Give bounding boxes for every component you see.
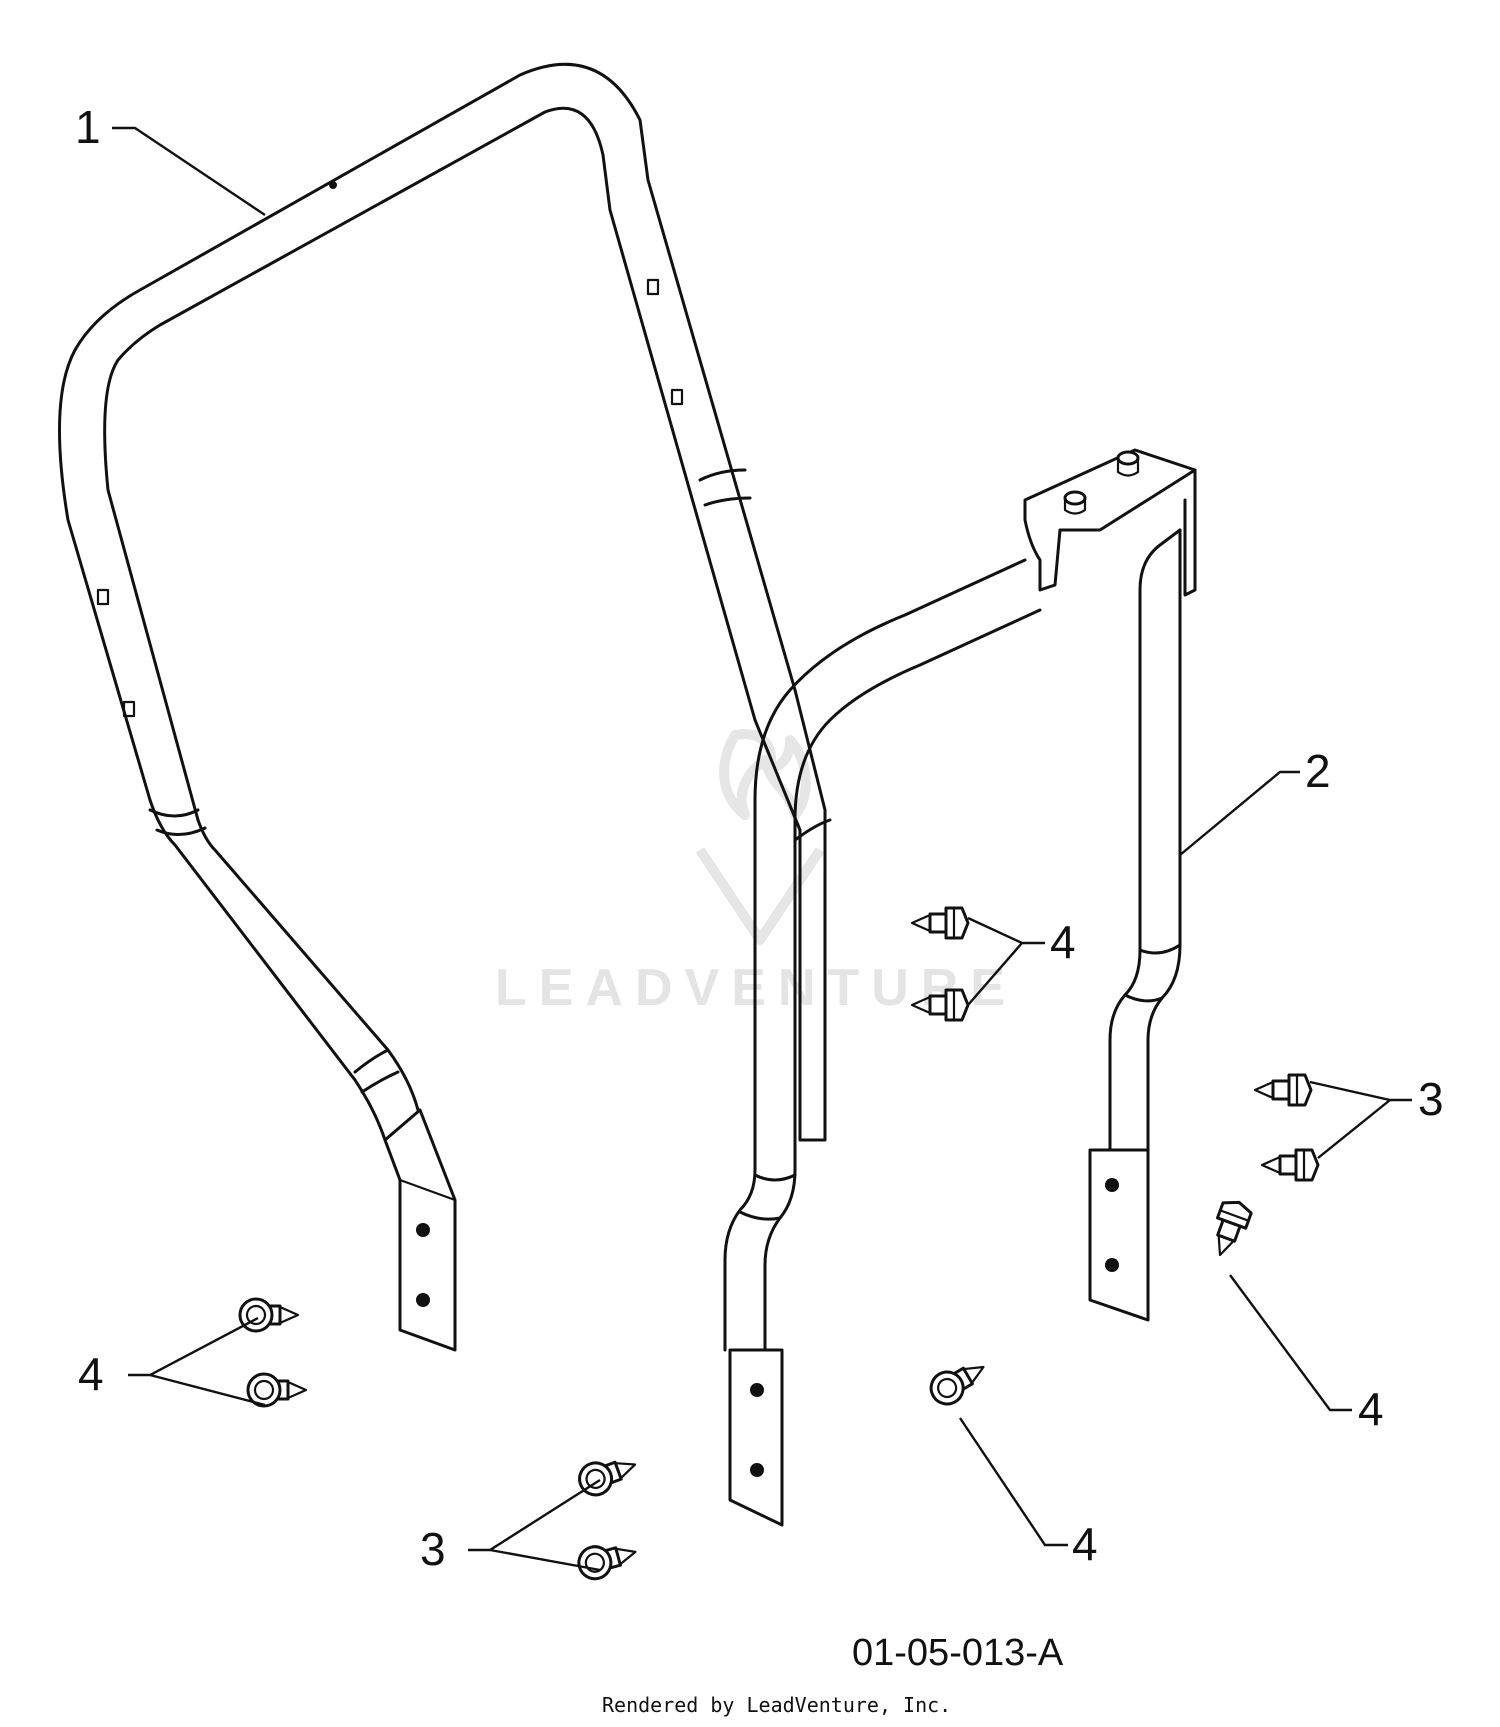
callout-leaders — [112, 126, 1412, 1572]
handle-2-bracket-stud — [1063, 490, 1087, 506]
handle-2-bracket-side — [1183, 468, 1197, 597]
handle-2-bracket-stud — [1116, 450, 1140, 466]
diagram-code: 01-05-013-A — [852, 1632, 1064, 1674]
handle-2-band-right — [1138, 943, 1182, 955]
handle-1-left-leg-inner — [196, 818, 420, 1112]
handle-1-band-left — [148, 808, 200, 818]
handle-1-tab — [96, 588, 110, 606]
callout-label-3: 3 — [1418, 1073, 1444, 1125]
callout-label-3: 3 — [420, 1523, 446, 1575]
handle-1-band-leg-2 — [360, 1070, 400, 1094]
handle-2-outer-edge — [753, 558, 1027, 1172]
handle-1-left-leg-outer — [148, 798, 387, 1142]
handle-1-band-left-2 — [155, 826, 207, 836]
handle-2-band-left — [753, 1173, 797, 1182]
bolt-icon — [910, 906, 970, 940]
bolt-icon — [573, 1447, 643, 1501]
bolt-icon — [1260, 1148, 1320, 1182]
handle-2-plate-hole — [1105, 1178, 1119, 1192]
callout-label-4: 4 — [78, 1348, 104, 1400]
footer-credit: Rendered by LeadVenture, Inc. — [602, 1693, 951, 1717]
handle-1-plate-hole — [416, 1223, 430, 1237]
watermark: LEADVENTURE — [495, 729, 1017, 1017]
handle-2-bracket-stud — [1116, 456, 1140, 477]
handle-1-plate-hole — [416, 1293, 430, 1307]
watermark-text: LEADVENTURE — [495, 959, 1017, 1017]
handle-2-plate-hole — [1105, 1258, 1119, 1272]
handle-2-right-leg-outer — [1108, 588, 1142, 1152]
handle-lower-part-2 — [723, 448, 1197, 1527]
handle-2-right-leg-top — [1138, 528, 1182, 592]
bolt-icon — [246, 1372, 308, 1408]
callout-label-1: 1 — [75, 101, 101, 153]
handle-2-bracket-stud — [1063, 496, 1087, 515]
handle-2-right-plate — [1088, 1148, 1150, 1322]
callout-label-4: 4 — [1050, 916, 1076, 968]
handle-1-right-leg — [753, 688, 827, 1142]
callout-label-4: 4 — [1358, 1383, 1384, 1435]
handle-1-inner-edge — [103, 106, 757, 822]
handle-1-band-right — [698, 468, 747, 482]
handle-2-left-leg-inner — [763, 1168, 797, 1352]
handle-2-left-plate — [728, 1348, 784, 1527]
bolt-icon — [923, 1351, 993, 1412]
handle-1-band-right-2 — [703, 496, 752, 507]
handle-upper-part-1 — [57, 62, 832, 1352]
handle-1-tab — [122, 700, 136, 718]
handle-1-outer-edge — [57, 62, 797, 802]
handle-2-left-leg-outer — [723, 1168, 757, 1352]
handle-1-tab — [646, 278, 660, 296]
handle-2-bracket — [1023, 448, 1197, 592]
handle-1-plate-fold — [398, 1178, 457, 1202]
bolt-icon — [238, 1297, 300, 1333]
handle-2-plate-hole — [750, 1383, 764, 1397]
callout-label-4: 4 — [1072, 1518, 1098, 1570]
handle-2-right-leg-inner — [1146, 528, 1182, 1152]
handle-1-tab — [670, 388, 684, 406]
callout-label-2: 2 — [1305, 745, 1331, 797]
handle-2-inner-edge — [793, 608, 1042, 1172]
handle-1-band-leg — [353, 1048, 390, 1074]
handle-2-band-right-2 — [1123, 993, 1164, 1003]
handle-1-band-lower — [793, 818, 832, 842]
bolt-icon — [573, 1534, 642, 1584]
handle-1-hole — [329, 181, 337, 189]
bolt-icon — [1204, 1195, 1255, 1262]
bolt-icon — [1253, 1073, 1313, 1107]
handle-2-band-left-2 — [738, 1210, 782, 1221]
handle-2-plate-hole — [750, 1463, 764, 1477]
